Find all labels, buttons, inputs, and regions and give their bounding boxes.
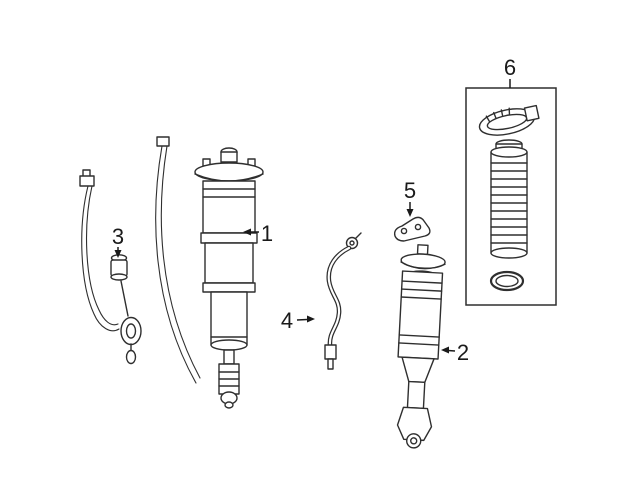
clamp-slot-4 <box>508 107 511 116</box>
part-repair-kit-box <box>465 87 557 306</box>
callout-2: 2 <box>441 340 469 365</box>
strut2-taper <box>401 356 435 384</box>
strut1-mount-plate <box>194 162 264 182</box>
strut2-body <box>397 270 444 360</box>
strut1-crimp-ring <box>200 232 258 244</box>
kit-o-ring <box>489 270 525 292</box>
callout-2-arrowhead <box>441 346 449 354</box>
hose-top-stub <box>354 232 362 240</box>
strut2-bushing-hole <box>410 437 418 445</box>
part-front-air-strut <box>155 136 264 409</box>
clamp-screw-housing <box>523 104 540 122</box>
hose-end-tip <box>327 358 334 370</box>
callout-3-number: 3 <box>112 224 124 249</box>
strut2-ring-1 <box>398 334 440 338</box>
strut2-crimp-1 <box>401 280 443 284</box>
callout-3: 3 <box>112 224 124 258</box>
callout-1-number: 1 <box>261 221 273 246</box>
callout-2-line <box>447 349 456 352</box>
callout-1-arrowhead <box>243 228 251 236</box>
strut2-ring-2 <box>398 342 440 346</box>
strut2-bushing-eye <box>406 433 422 449</box>
strut1-crimp-ring-2 <box>202 282 256 293</box>
kit-clamp <box>478 104 540 136</box>
strut-cable-a <box>155 145 197 384</box>
strut1-air-spring-lower <box>204 242 254 284</box>
callout-2-number: 2 <box>457 340 469 365</box>
o-ring-outer <box>489 270 525 292</box>
linkage-disc-inner <box>125 323 137 339</box>
strut2-fork-bracket <box>396 406 433 442</box>
gasket-hole-right <box>414 223 422 231</box>
strut-cable-connector <box>156 136 170 147</box>
callout-1: 1 <box>243 221 273 246</box>
part-gasket-plate <box>393 216 431 242</box>
clamp-slot-3 <box>500 109 504 117</box>
callout-4-line <box>296 318 308 321</box>
o-ring-inner <box>495 274 519 288</box>
strut1-damper-tube <box>210 291 248 346</box>
gasket-hole-left <box>400 227 408 235</box>
gasket-outline <box>393 216 431 242</box>
callout-3-arrowhead <box>114 250 122 258</box>
hose-body-inner <box>327 246 351 347</box>
strut2-crimp-2 <box>400 288 443 292</box>
cable-wire-a <box>81 185 120 332</box>
kit-box-outline <box>465 87 557 306</box>
callout-5-number: 5 <box>404 178 416 203</box>
clamp-slot-1 <box>485 115 491 123</box>
hose-banjo-hole <box>349 240 355 246</box>
bellows-bottom-edge <box>490 247 528 259</box>
cable-top-connector <box>79 175 95 187</box>
strut1-cap-neck <box>220 151 238 163</box>
strut1-end-nub <box>224 401 234 409</box>
strut2-top-stud <box>416 244 429 256</box>
callout-5-arrowhead <box>406 209 414 217</box>
strut2-mount-underside <box>400 261 446 270</box>
strut1-rod <box>223 349 235 365</box>
part-rear-strut <box>396 244 446 449</box>
sensor-link-arm <box>120 280 129 317</box>
strut1-tube-bottom <box>210 339 248 351</box>
callout-4-arrowhead <box>307 315 315 323</box>
part-sensor-cable-linkage <box>79 169 142 365</box>
callout-4-number: 4 <box>281 308 293 333</box>
callout-5: 5 <box>404 178 416 217</box>
linkage-tip <box>125 349 137 365</box>
strut2-crimp-3 <box>400 296 442 300</box>
bellows-ribs <box>490 162 528 244</box>
strut2-shaft <box>406 380 426 410</box>
clamp-slot-2 <box>493 111 497 119</box>
strut-cable-b <box>160 145 201 379</box>
callout-6: 6 <box>504 55 516 88</box>
bellows-top-edge <box>490 146 528 158</box>
part-hose-line <box>324 232 362 370</box>
callout-6-number: 6 <box>504 55 516 80</box>
callout-4: 4 <box>281 308 315 333</box>
sensor-base <box>110 273 128 281</box>
hose-end-fitting <box>324 344 337 360</box>
linkage-disc <box>120 316 142 346</box>
kit-bellows <box>490 139 528 259</box>
cable-wire-b <box>86 185 119 326</box>
